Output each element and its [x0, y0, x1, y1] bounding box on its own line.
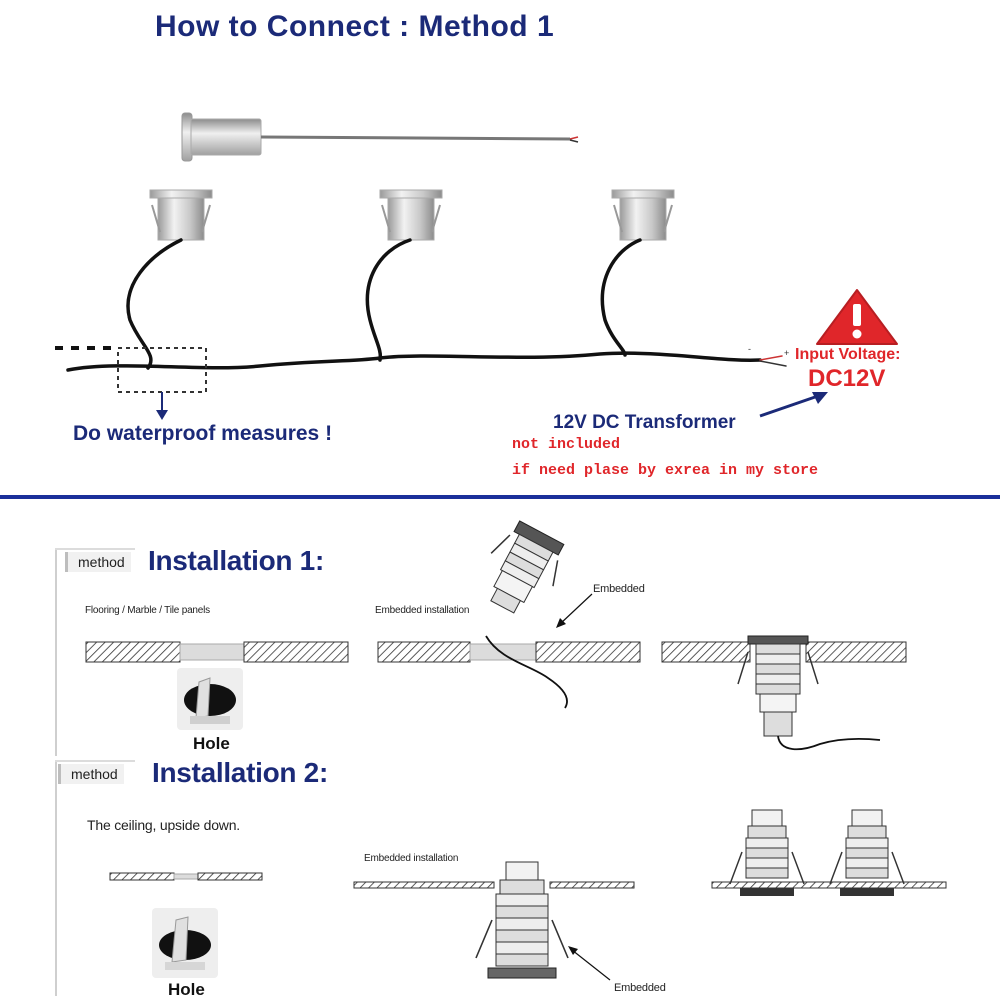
hole-label-2: Hole [168, 980, 205, 999]
hole-label-1: Hole [193, 734, 230, 753]
embedded-arrow-2 [568, 946, 611, 981]
installed-lamp-2 [729, 809, 805, 896]
ceiling-panel-1 [109, 872, 263, 881]
lamp-wire-1 [485, 635, 568, 709]
lamp-1 [149, 189, 213, 241]
floor-panel-1 [85, 641, 349, 663]
cable-network [66, 238, 787, 372]
lamp-upside-down [475, 861, 569, 979]
section-2-border [55, 760, 57, 996]
waterproof-note: Do waterproof measures ! [73, 422, 333, 445]
floor-panel-3 [661, 641, 907, 663]
surface-label-1: Flooring / Marble / Tile panels [85, 605, 210, 616]
tilted-lamp [490, 520, 565, 614]
not-included-note: not included [512, 436, 621, 453]
page-title: How to Connect : Method 1 [155, 10, 555, 43]
waterproof-zone [55, 346, 207, 420]
ceiling-panel-3 [711, 881, 947, 889]
section-1-border [55, 548, 57, 756]
installation-1-title: Installation 1: [148, 545, 324, 576]
input-voltage-label: Input Voltage: [795, 346, 901, 363]
transformer-label: 12V DC Transformer [553, 412, 736, 433]
polarity-plus-marker: + [784, 348, 789, 358]
input-voltage-value: DC12V [808, 365, 886, 392]
embedded-arrow-1 [556, 593, 593, 628]
transformer-arrow [759, 392, 828, 418]
section-1-top-border [55, 548, 135, 550]
lamp-side-view [181, 112, 579, 162]
lamp-2 [379, 189, 443, 241]
installed-lamp-3 [829, 809, 905, 896]
embedded-label-2: Embedded [614, 982, 666, 994]
section-2-top-border [55, 760, 135, 762]
section-divider [0, 495, 1000, 499]
installed-lamp-1 [737, 635, 881, 751]
lamp-3 [611, 189, 675, 241]
embedded-installation-label-2: Embedded installation [364, 853, 459, 864]
polarity-minus-marker: - [748, 344, 751, 354]
floor-panel-2 [377, 641, 641, 663]
method-tag-1: method [65, 552, 131, 572]
method-tag-2: method [58, 764, 124, 784]
store-note: if need plase by exrea in my store [512, 462, 819, 479]
embedded-installation-label-1: Embedded installation [375, 605, 470, 616]
surface-label-2: The ceiling, upside down. [87, 817, 240, 833]
embedded-label-1: Embedded [593, 583, 645, 595]
hole-icon-1 [177, 668, 243, 730]
hole-icon-2 [152, 908, 218, 978]
warning-triangle-icon [816, 289, 898, 345]
installation-2-title: Installation 2: [152, 757, 328, 788]
ceiling-panel-2 [353, 881, 635, 889]
